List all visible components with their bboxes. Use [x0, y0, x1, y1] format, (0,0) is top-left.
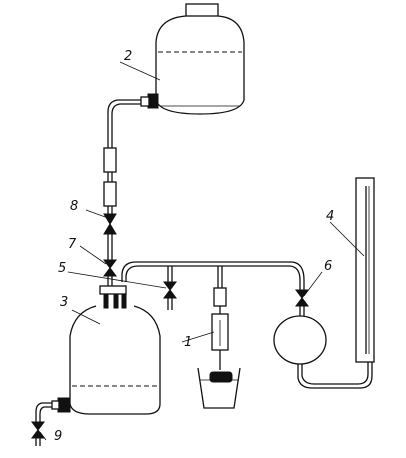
label-9: 9	[54, 429, 62, 444]
label-4: 4	[326, 209, 334, 224]
label-2: 2	[124, 49, 132, 64]
label-6: 6	[324, 259, 332, 274]
bulb-flask	[273, 315, 373, 389]
valve-7	[103, 259, 117, 286]
manifold-tube	[121, 261, 305, 290]
valve-9	[31, 421, 45, 446]
upper-reservoir-2	[155, 3, 245, 115]
lower-bottle-3	[69, 305, 161, 415]
column-1	[209, 266, 233, 383]
manometer-4	[355, 177, 375, 363]
label-5: 5	[58, 261, 66, 276]
valve-8	[103, 213, 117, 260]
valve-6	[295, 289, 309, 318]
label-3: 3	[60, 295, 68, 310]
branch-valve-5	[163, 266, 177, 310]
vessel-3-stopper	[99, 285, 127, 309]
drain-outlet	[35, 397, 71, 422]
label-1: 1	[184, 335, 192, 350]
label-8: 8	[70, 199, 78, 214]
leader-lines	[39, 61, 365, 441]
upper-feed-tube	[103, 99, 141, 214]
label-7: 7	[68, 237, 77, 252]
upper-outlet-fitting	[140, 93, 159, 109]
beaker	[197, 367, 241, 409]
